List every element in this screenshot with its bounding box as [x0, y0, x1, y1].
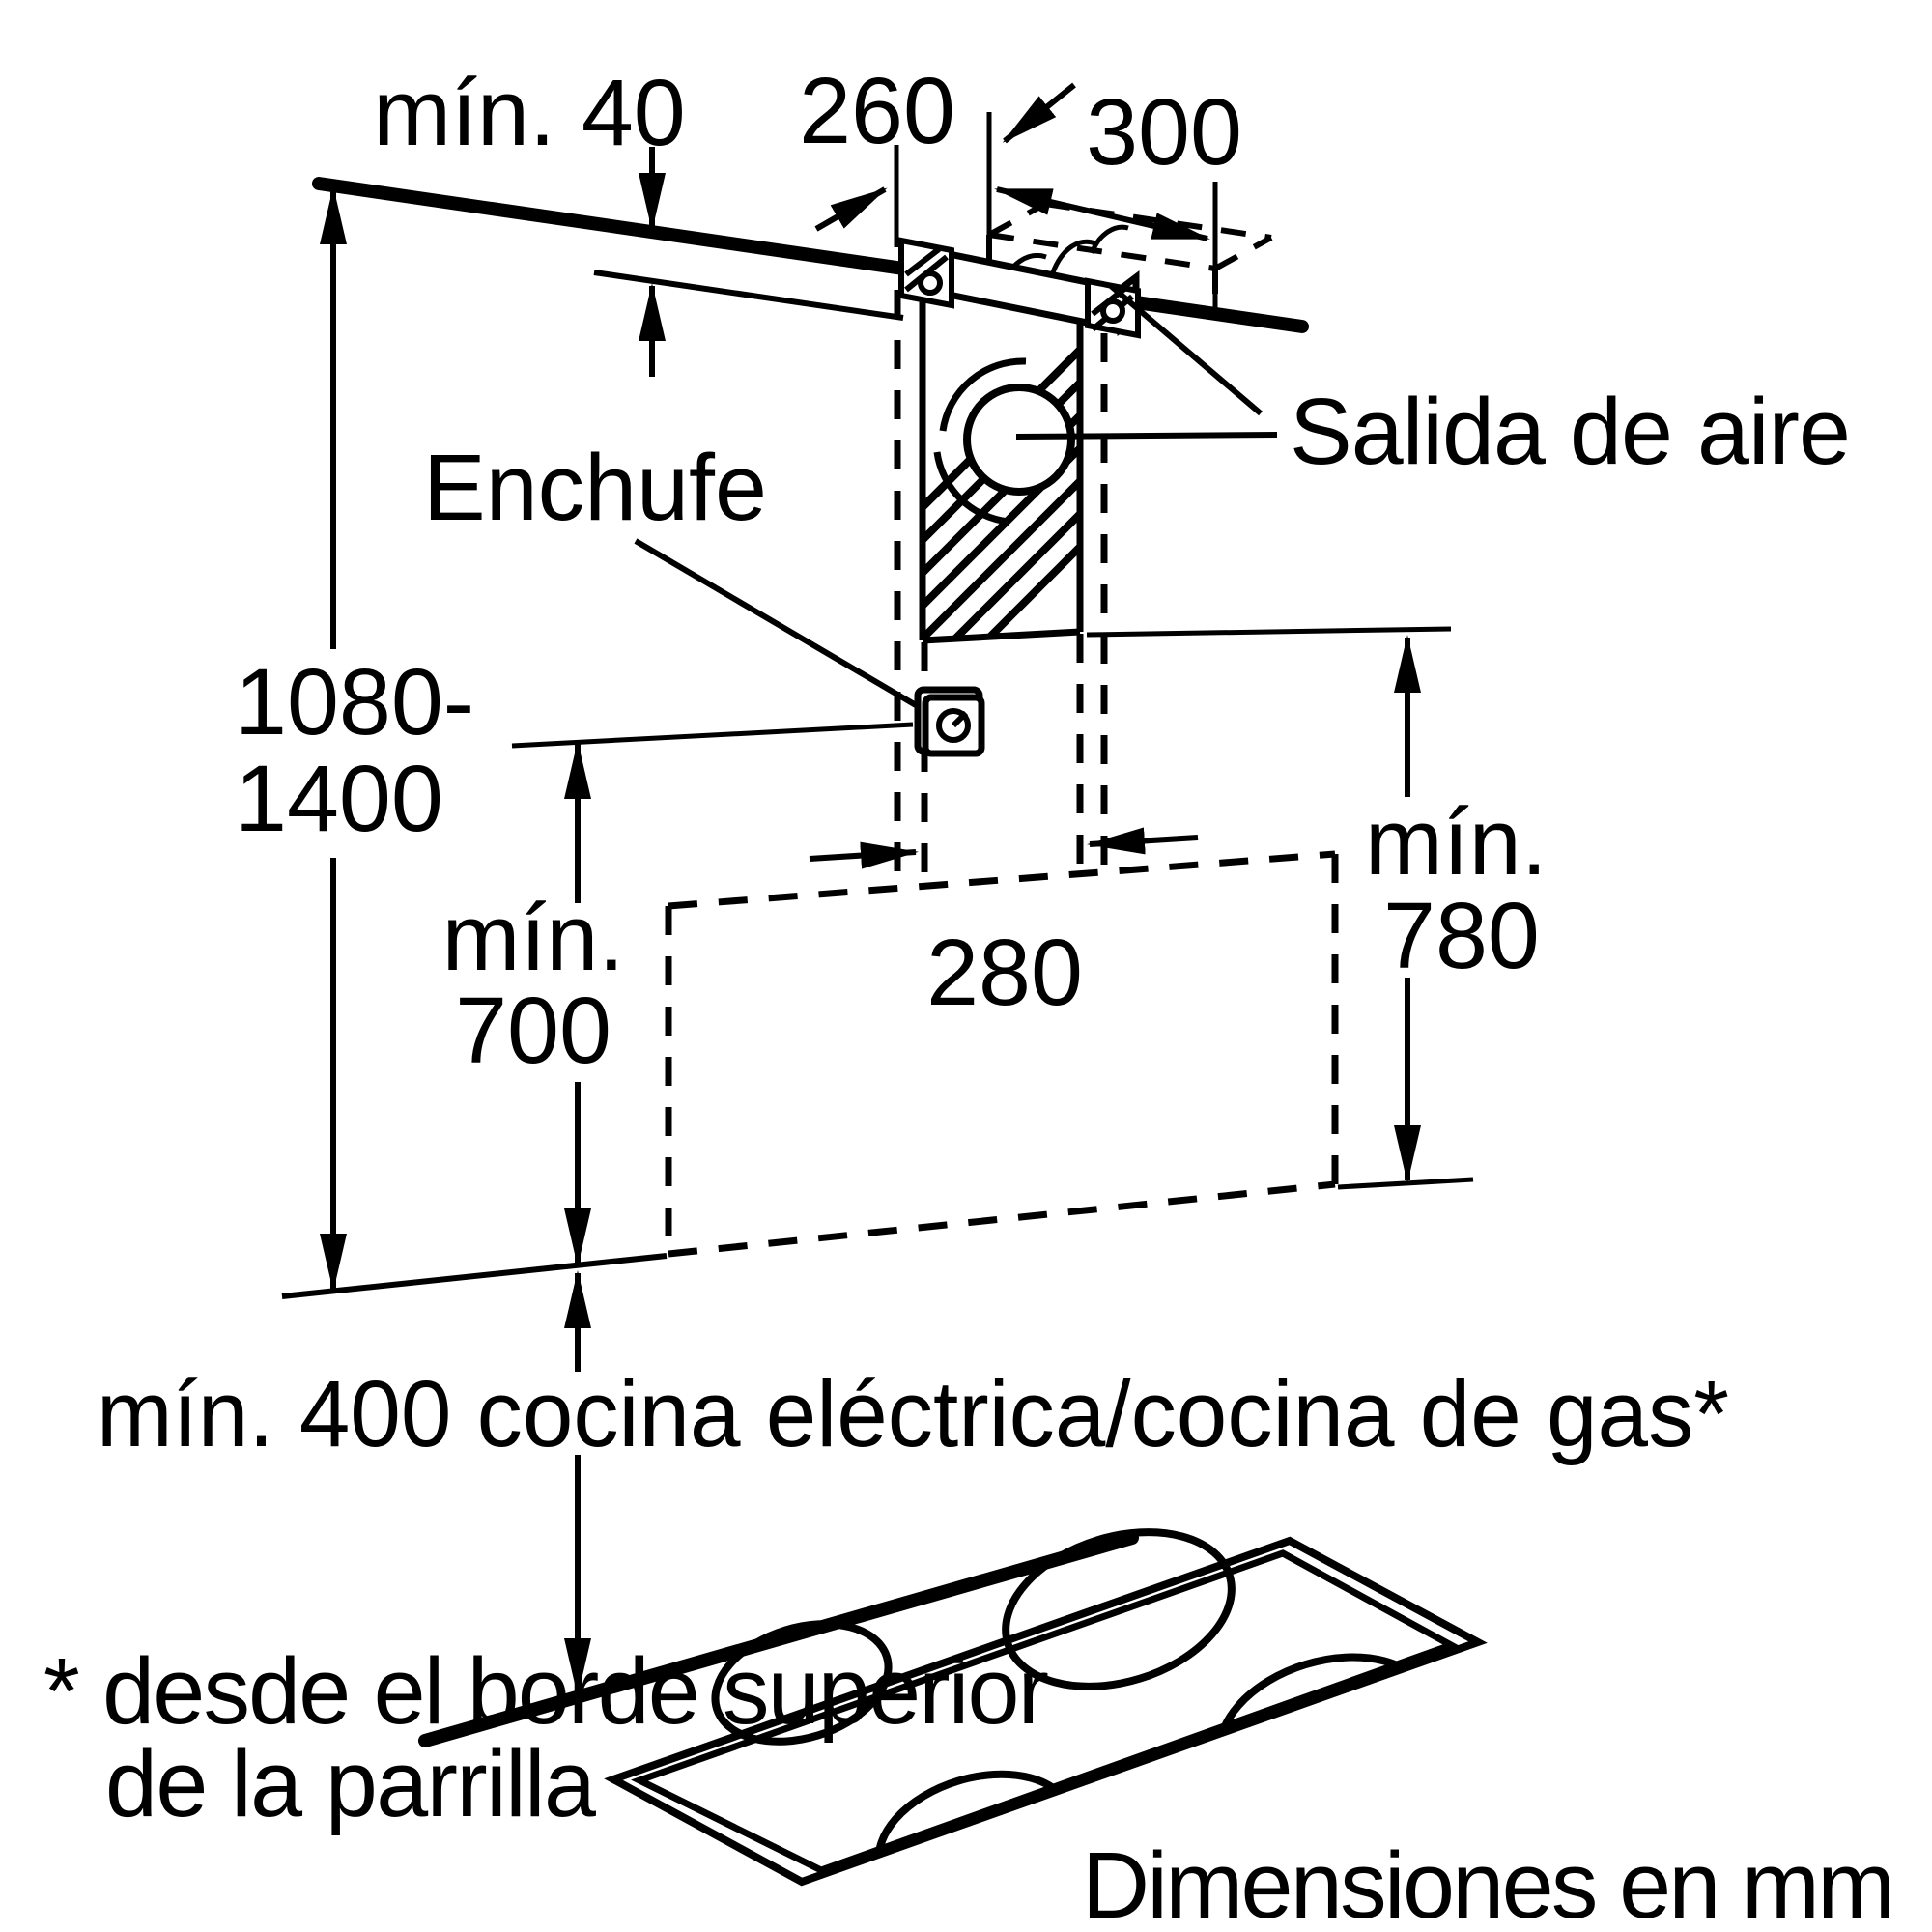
label-min40: mín. 40	[373, 60, 686, 165]
duct-outline-dashed	[986, 201, 1273, 315]
burner-large	[1002, 1528, 1236, 1690]
cooktop-inner-rim	[631, 1549, 1460, 1874]
label-260: 260	[799, 58, 955, 163]
hood-outline-dashed	[665, 850, 1339, 1258]
min40-reference-line	[593, 270, 904, 321]
label-min700-prefix: mín.	[442, 885, 625, 990]
wall-bracket-left	[898, 237, 954, 309]
dim-280-arrow-left	[809, 841, 919, 869]
dim-700-extension-top	[511, 722, 914, 749]
cooktop-outer-rim	[604, 1536, 1488, 1887]
air-outlet-icon	[933, 357, 1075, 526]
burner-small	[711, 1620, 893, 1746]
hood-bottom-reference-line	[281, 1253, 668, 1299]
dim-300-leader-arrow	[1002, 82, 1076, 144]
dim-280-arrow-right	[1087, 827, 1199, 855]
dim-260-leader-arrow	[814, 186, 888, 232]
label-min780-value: 780	[1383, 883, 1540, 988]
power-outlet-icon	[914, 686, 985, 757]
cooktop-top-line	[418, 1531, 1139, 1747]
units-note: Dimensiones en mm	[1082, 1833, 1895, 1932]
label-1080: 1080-	[235, 649, 474, 754]
dim-780-extension-top	[1086, 626, 1452, 638]
chimney-hidden-edges-dashed	[894, 290, 1108, 888]
footnote-line2: de la parrilla	[105, 1731, 596, 1836]
label-min780-prefix: mín.	[1365, 789, 1548, 895]
label-1400: 1400	[235, 746, 443, 851]
label-300: 300	[1086, 79, 1242, 185]
chimney-outline	[919, 295, 1084, 644]
plug-leader-line	[634, 538, 918, 708]
footnote-line1: * desde el borde superior	[43, 1638, 1049, 1744]
air-outlet-leader-lower	[1015, 432, 1278, 440]
label-clearance-note: mín. 400 cocina eléctrica/cocina de gas*	[97, 1361, 1729, 1466]
label-air-outlet: Salida de aire	[1290, 379, 1851, 484]
label-280: 280	[926, 920, 1083, 1025]
label-min700-value: 700	[455, 978, 611, 1083]
dim-780-extension-bottom	[1337, 1177, 1474, 1190]
air-outlet-leader-upper	[1109, 283, 1263, 416]
label-plug: Enchufe	[423, 435, 767, 540]
